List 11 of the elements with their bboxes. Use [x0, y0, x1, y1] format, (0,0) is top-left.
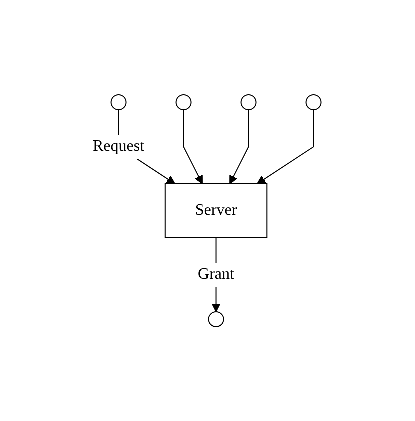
- arrow: [230, 109, 250, 184]
- node-circle: [306, 94, 322, 110]
- node-circle: [176, 94, 192, 110]
- edge-label: Grant: [198, 265, 235, 282]
- node-box: Server: [165, 183, 268, 238]
- node-circle: [111, 94, 128, 110]
- arrow: [257, 109, 315, 184]
- node-circle: [208, 310, 225, 327]
- arrow: [184, 109, 204, 184]
- node-circle: [241, 94, 258, 110]
- edge-label: Request: [93, 137, 145, 154]
